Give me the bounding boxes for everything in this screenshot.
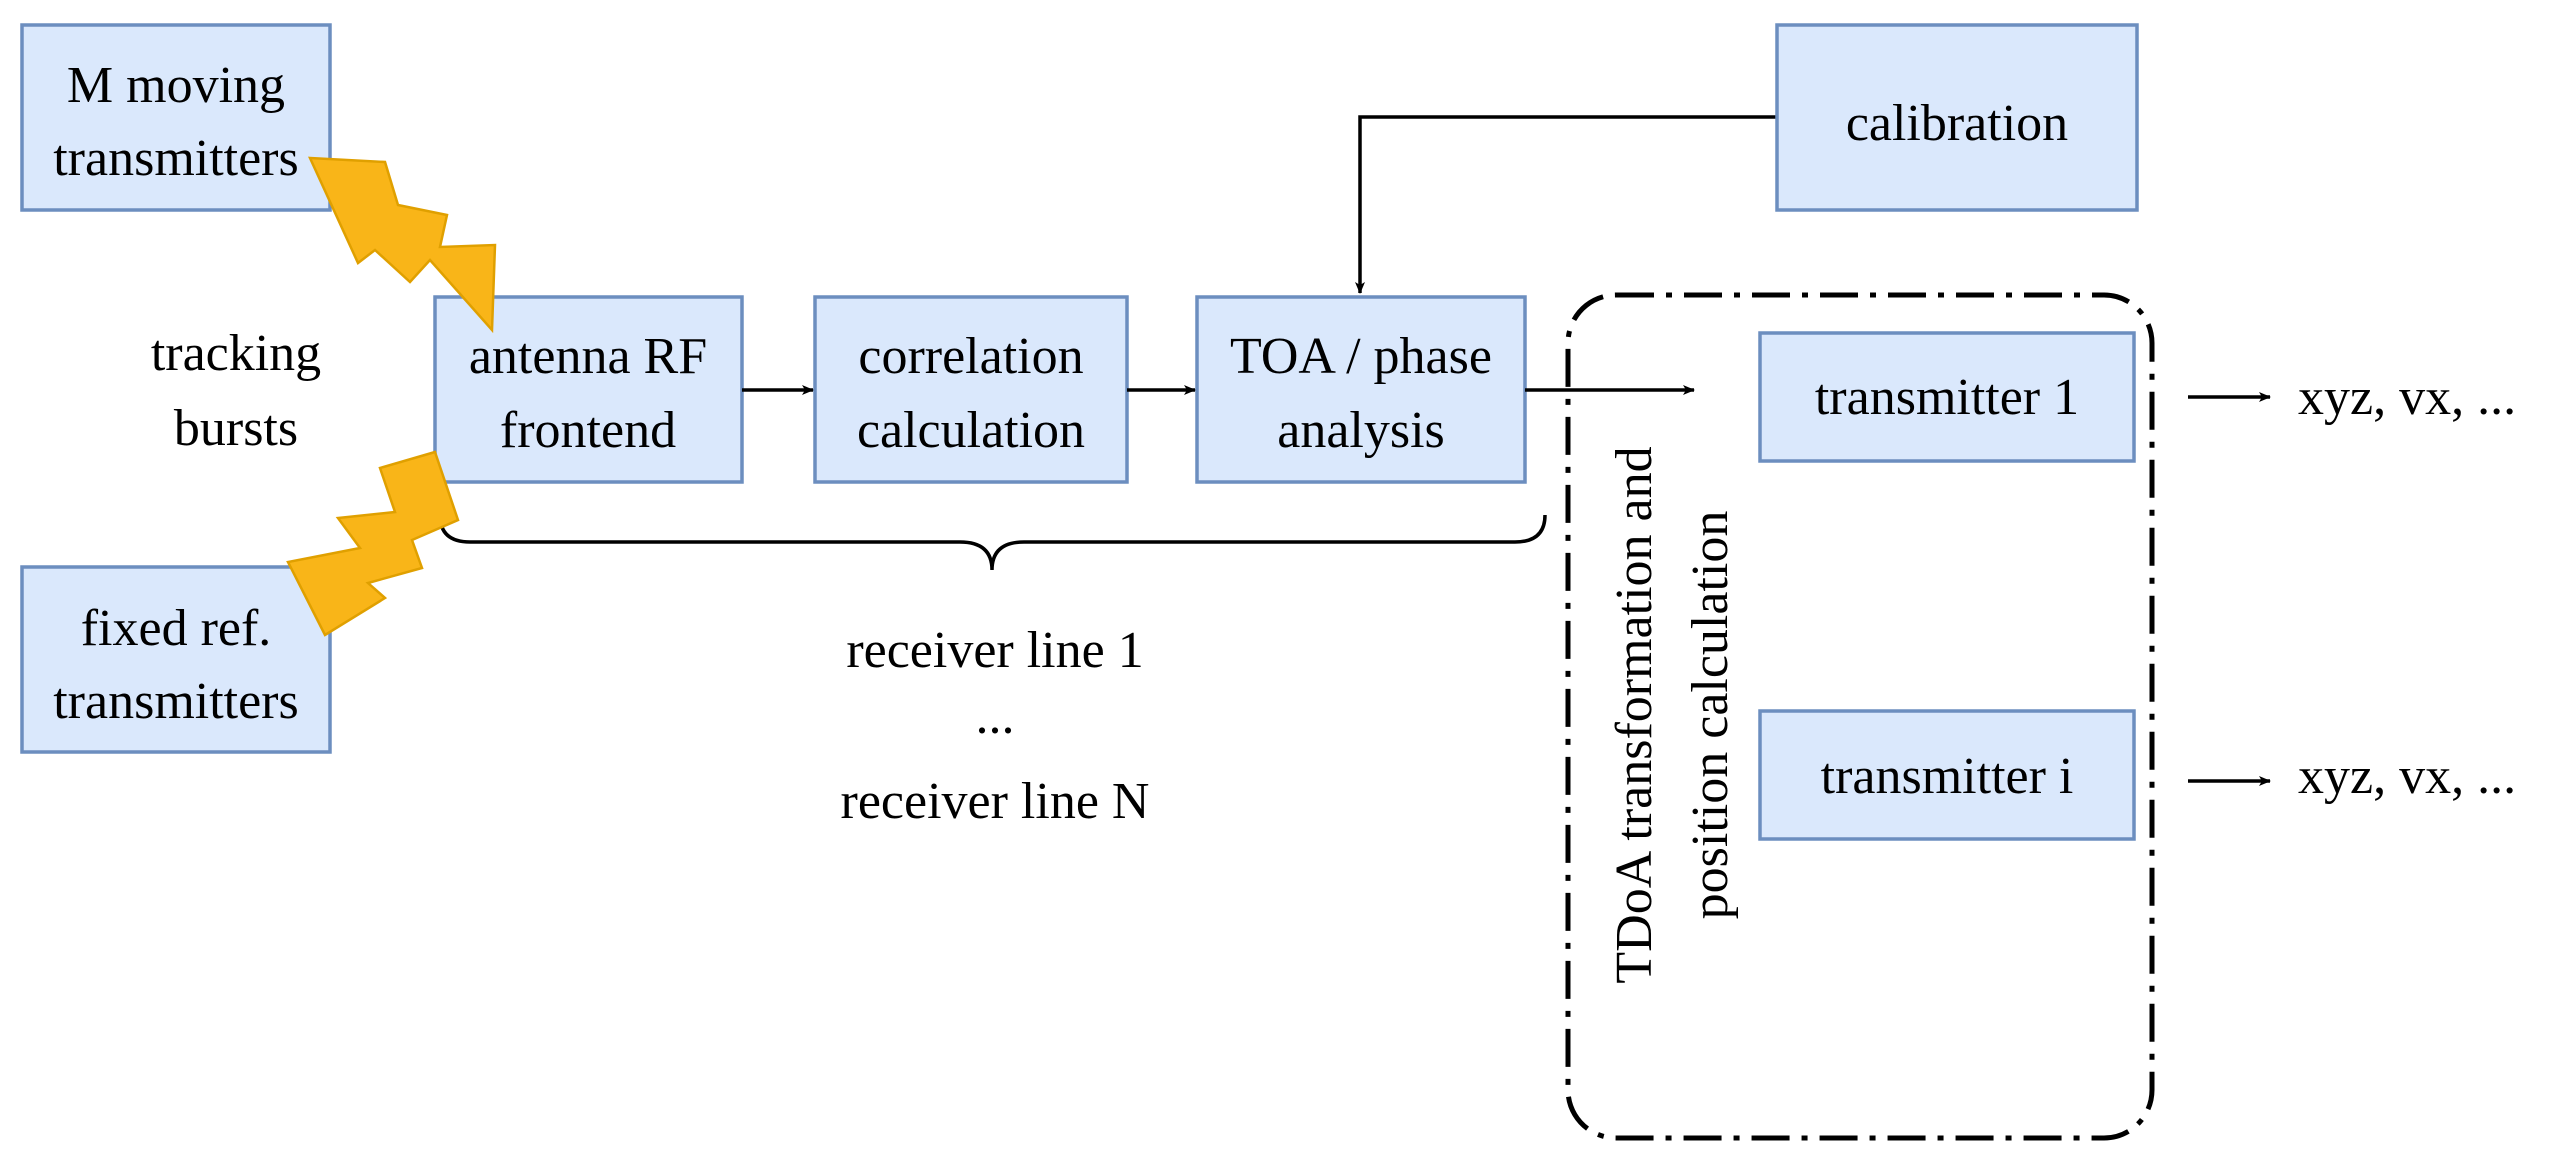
receiver-line-first-label: receiver line 1 [846,622,1143,679]
calibration-feedback-line [1355,115,1777,294]
antenna-rf-frontend-label-line2: frontend [500,402,676,459]
fixed-ref-transmitters-box: fixed ref. transmitters [20,565,332,754]
moving-transmitters-box: M moving transmitters [20,23,332,212]
fixed-ref-transmitters-label-line1: fixed ref. [81,600,272,657]
position-calculation-label-line2: position calculation [1682,511,1739,920]
fixed-ref-transmitters-label-line2: transmitters [53,673,299,730]
transmitter-1-box: transmitter 1 [1758,331,2136,463]
transmitter-1-label: transmitter 1 [1815,369,2079,426]
lightning-bolt-icon-fixed [286,450,460,637]
transmitter-i-box: transmitter i [1758,709,2136,841]
receiver-line-ellipsis: ... [976,688,1015,745]
toa-phase-analysis-label-line2: analysis [1277,402,1445,459]
moving-transmitters-label-line2: transmitters [53,130,299,187]
lightning-bolt-icon-moving [308,156,497,334]
output-i-label: xyz, vx, ... [2298,748,2516,805]
tracking-bursts-label-line1: tracking [151,325,321,382]
correlation-calculation-label-line2: calculation [857,402,1085,459]
position-calculation-label-line1: TDoA transformation and [1606,446,1663,983]
output-1-label: xyz, vx, ... [2298,369,2516,426]
toa-phase-analysis-box: TOA / phase analysis [1195,295,1527,484]
transmitter-i-label: transmitter i [1821,748,2074,805]
correlation-calculation-box: correlation calculation [813,295,1129,484]
correlation-calculation-label-line1: correlation [858,328,1083,385]
calibration-box: calibration [1775,23,2139,212]
position-calculation-label: TDoA transformation and position calcula… [1606,446,1739,983]
tracking-bursts-label-line2: bursts [174,400,298,457]
receiver-line-last-label: receiver line N [841,773,1150,830]
position-calculation-block [1565,292,2155,1141]
antenna-rf-frontend-label-line1: antenna RF [469,328,707,385]
moving-transmitters-label-line1: M moving [67,57,285,114]
toa-phase-analysis-label-line1: TOA / phase [1230,328,1492,385]
calibration-label: calibration [1846,95,2068,152]
receiver-line-brace [438,514,1547,571]
antenna-rf-frontend-box: antenna RF frontend [433,295,744,484]
